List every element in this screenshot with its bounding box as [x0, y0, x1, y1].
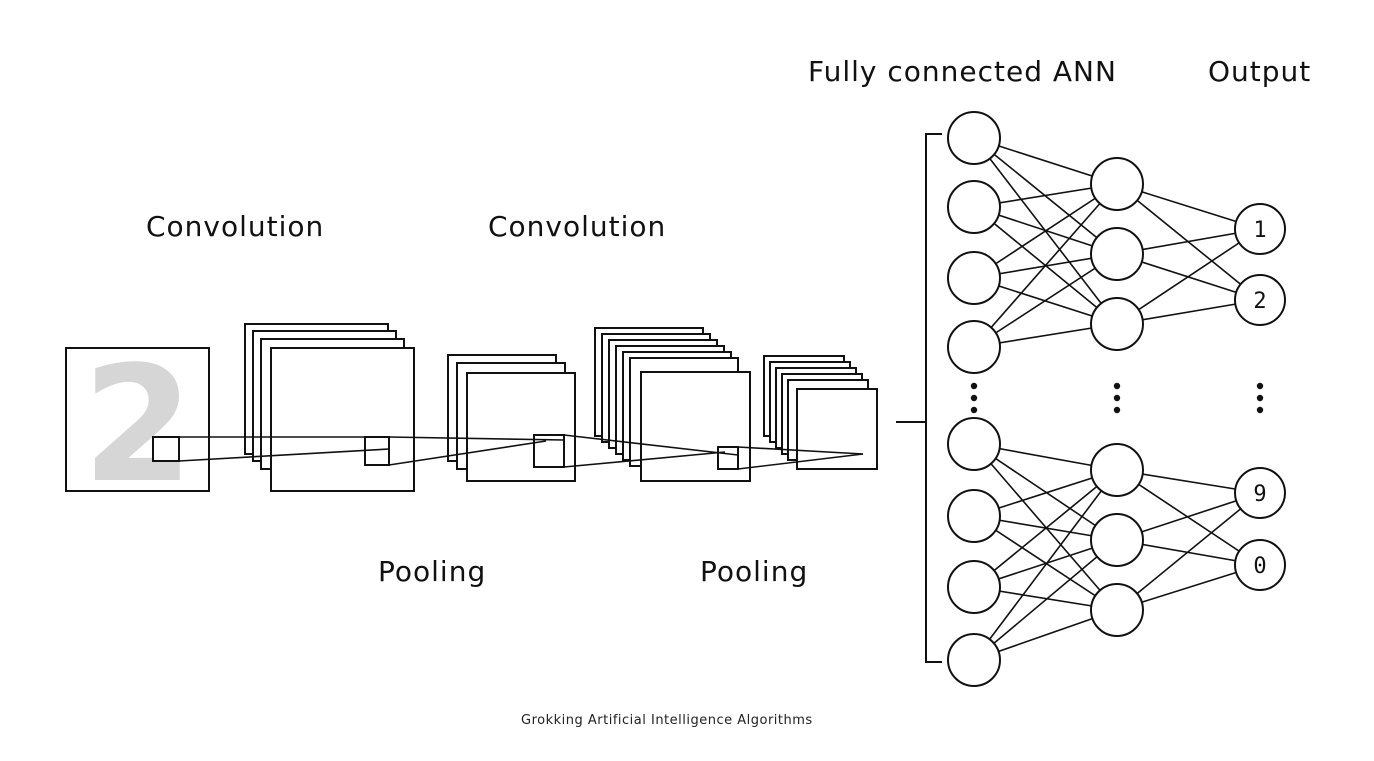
input-neuron	[947, 180, 1001, 234]
output-neuron-label: 9	[1253, 482, 1266, 507]
input-neuron	[947, 417, 1001, 471]
input-hidden-connection	[973, 183, 1118, 279]
ellipsis-dot	[1113, 394, 1121, 402]
input-hidden-connection	[973, 443, 1118, 611]
input-hidden-connection	[973, 469, 1118, 661]
input-hidden-connection	[973, 539, 1118, 661]
ellipsis-dot	[1113, 406, 1121, 414]
footer-caption: Grokking Artificial Intelligence Algorit…	[521, 713, 813, 728]
ellipsis-dots	[970, 382, 1264, 414]
network-nodes: 1 2 9 0	[947, 111, 1286, 687]
input-image-frame	[65, 347, 210, 492]
conv2-receptive-field	[717, 446, 739, 470]
hidden-neuron	[1090, 583, 1144, 637]
label-convolution-1: Convolution	[146, 210, 325, 243]
output-neuron	[1234, 203, 1286, 255]
input-hidden-connection	[973, 469, 1118, 588]
ellipsis-dot	[970, 406, 978, 414]
ellipsis-dot	[970, 394, 978, 402]
input-neuron	[947, 489, 1001, 543]
hidden-output-connection	[1116, 492, 1261, 611]
hidden-output-connection	[1116, 469, 1261, 566]
input-neuron	[947, 320, 1001, 374]
input-hidden-connection	[973, 183, 1118, 348]
output-neuron	[1234, 274, 1286, 326]
pool2-feature-maps	[763, 355, 878, 470]
output-neuron-label: 2	[1253, 289, 1266, 314]
hidden-neuron	[1090, 297, 1144, 351]
input-neuron	[947, 111, 1001, 165]
hidden-neuron	[1090, 157, 1144, 211]
conv1-receptive-field	[364, 436, 390, 466]
ellipsis-dot	[1256, 406, 1264, 414]
input-receptive-field	[152, 436, 180, 462]
output-neuron-label: 0	[1253, 554, 1266, 579]
conv1-feature-maps	[244, 323, 415, 492]
output-neuron	[1234, 539, 1286, 591]
input-digit: 2	[82, 331, 193, 518]
ellipsis-dot	[1256, 394, 1264, 402]
ellipsis-dot	[1256, 382, 1264, 390]
label-fully-connected-ann: Fully connected ANN	[808, 55, 1117, 88]
input-hidden-connection	[973, 443, 1118, 541]
input-neuron	[947, 251, 1001, 305]
hidden-neuron	[1090, 443, 1144, 497]
ellipsis-dot	[970, 382, 978, 390]
flatten-bracket	[896, 133, 942, 663]
label-output: Output	[1208, 55, 1312, 88]
output-neuron-label: 1	[1253, 218, 1266, 243]
output-neuron	[1234, 467, 1286, 519]
input-neuron	[947, 560, 1001, 614]
input-neuron	[947, 633, 1001, 687]
hidden-output-connection	[1116, 228, 1261, 325]
label-convolution-2: Convolution	[488, 210, 667, 243]
label-pooling-1: Pooling	[378, 555, 487, 588]
input-hidden-connection	[973, 253, 1118, 348]
label-pooling-2: Pooling	[700, 555, 809, 588]
hidden-neuron	[1090, 513, 1144, 567]
ellipsis-dot	[1113, 382, 1121, 390]
hidden-neuron	[1090, 227, 1144, 281]
receptive-field-projections	[178, 434, 864, 470]
